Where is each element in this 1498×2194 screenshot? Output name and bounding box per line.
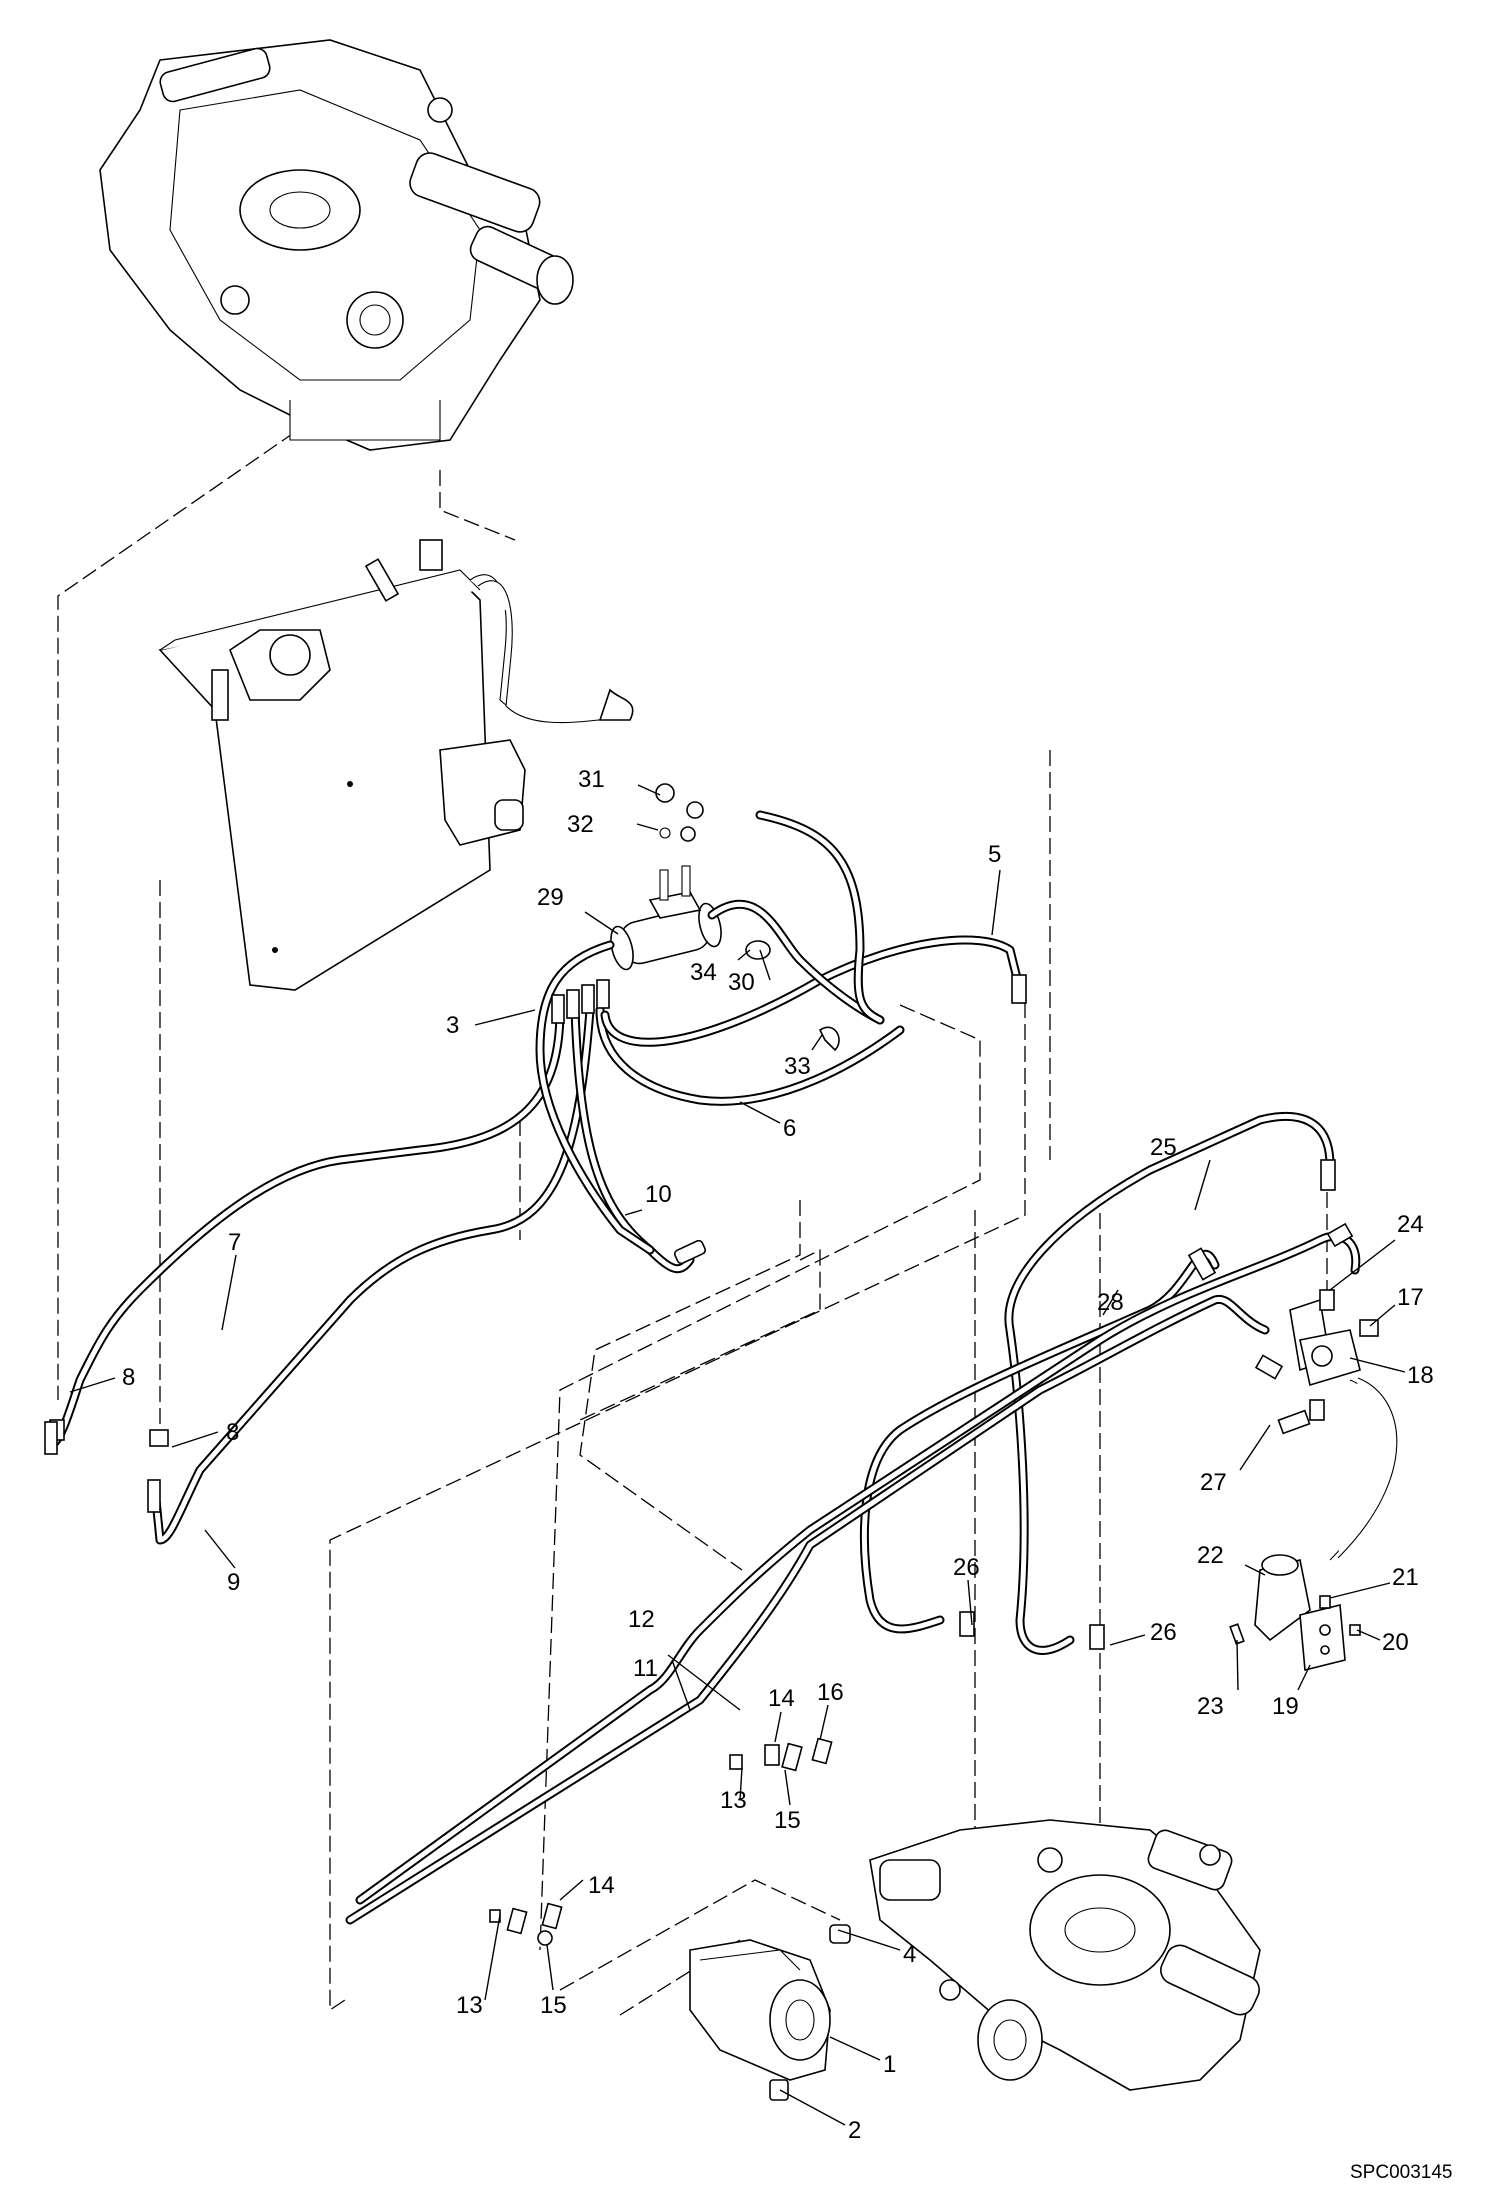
filter-assembly <box>610 783 840 1052</box>
callout-15-lower: 15 <box>540 1992 567 2019</box>
callout-11: 11 <box>633 1655 658 1682</box>
callout-15-upper: 15 <box>774 1807 801 1834</box>
valve-blocks <box>1229 1289 1379 1672</box>
callout-13-lower: 13 <box>456 1992 483 2019</box>
callout-34: 34 <box>690 959 717 986</box>
callout-28: 28 <box>1097 1289 1124 1316</box>
drawing-code: SPC003145 <box>1350 2162 1452 2183</box>
callout-32: 32 <box>567 811 594 838</box>
callout-14-lower: 14 <box>588 1872 615 1899</box>
callout-17: 17 <box>1397 1284 1424 1311</box>
callout-24: 24 <box>1397 1211 1424 1238</box>
callout-10: 10 <box>645 1181 672 1208</box>
callout-31: 31 <box>578 766 605 793</box>
callout-labels: 1 2 3 4 5 6 7 8 8 9 10 11 12 13 13 14 14… <box>122 766 1452 2183</box>
callout-21: 21 <box>1392 1564 1419 1591</box>
callout-12: 12 <box>628 1606 655 1633</box>
callout-1: 1 <box>883 2051 896 2078</box>
callout-16: 16 <box>817 1679 844 1706</box>
callout-26-left: 26 <box>953 1554 980 1581</box>
callout-20: 20 <box>1382 1629 1409 1656</box>
callout-13-upper: 13 <box>720 1787 747 1814</box>
callout-4: 4 <box>903 1941 916 1968</box>
callout-14-upper: 14 <box>768 1685 795 1712</box>
callout-25: 25 <box>1150 1134 1177 1161</box>
callout-22: 22 <box>1197 1542 1224 1569</box>
callout-8-upper: 8 <box>122 1364 135 1391</box>
callout-27: 27 <box>1200 1469 1227 1496</box>
callout-9: 9 <box>227 1569 240 1596</box>
callout-23: 23 <box>1197 1693 1224 1720</box>
engine-assembly <box>99 39 574 451</box>
callout-leaders <box>69 784 1406 2126</box>
callout-8-lower: 8 <box>226 1419 239 1446</box>
assembly-dash-lines <box>57 431 1328 2016</box>
callout-2: 2 <box>848 2117 861 2144</box>
callout-18: 18 <box>1407 1362 1434 1389</box>
fittings <box>44 974 1354 2101</box>
callout-33: 33 <box>784 1053 811 1080</box>
callout-3: 3 <box>446 1012 459 1039</box>
callout-29: 29 <box>537 884 564 911</box>
hydraulic-tank <box>158 539 634 991</box>
callout-30: 30 <box>728 969 755 996</box>
callout-19: 19 <box>1272 1693 1299 1720</box>
callout-6: 6 <box>783 1115 796 1142</box>
callout-7: 7 <box>228 1229 241 1256</box>
pump-and-axle <box>689 1819 1261 2091</box>
callout-26-right: 26 <box>1150 1619 1177 1646</box>
callout-5: 5 <box>988 841 1001 868</box>
hose-lines <box>45 810 1398 1925</box>
